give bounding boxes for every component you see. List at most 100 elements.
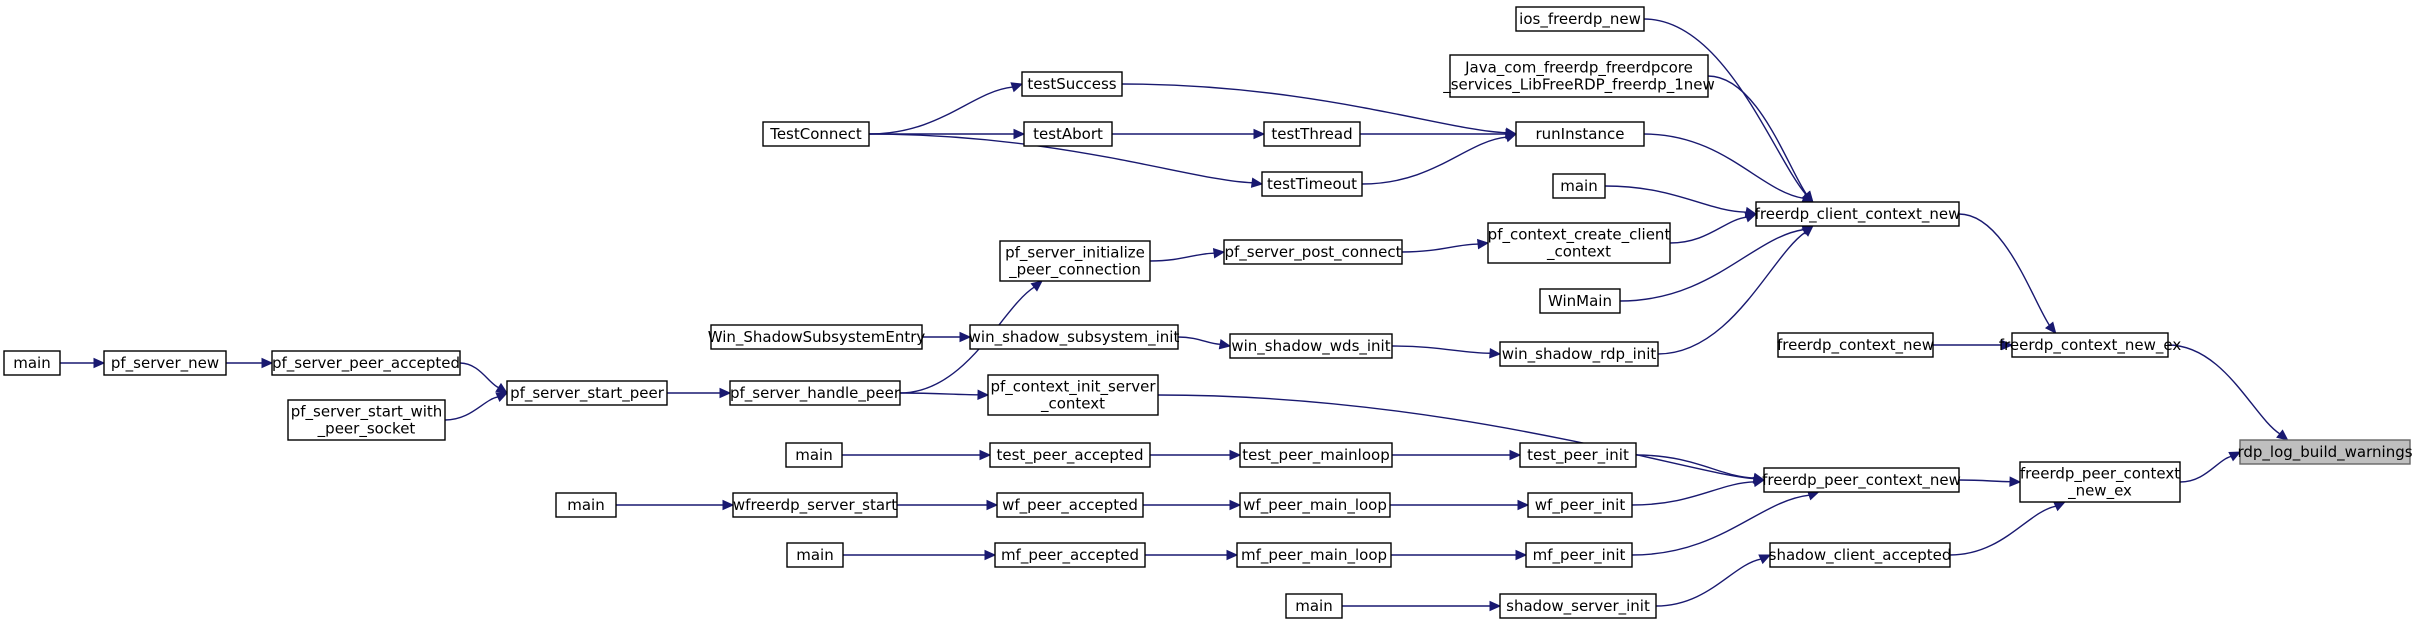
node-pf-server-handle-peer[interactable]: pf_server_handle_peer [729, 380, 901, 406]
edge-pf-server-handle-peer-to-pf-context-init-server-context [899, 392, 979, 396]
node-freerdp-context-new[interactable]: freerdp_context_new [1777, 332, 1934, 358]
edge-mf-peer-init-to-freerdp-peer-context-new [1631, 494, 1810, 556]
node-label: wf_peer_main_loop [1243, 496, 1387, 515]
node-label: TestConnect [769, 125, 862, 143]
node-box [1552, 173, 1606, 199]
node-box [1023, 121, 1113, 147]
edge-pf-server-initialize-peer-connection-to-pf-server-post-connect [1149, 252, 1215, 262]
node-win-shadow-wds-init[interactable]: win_shadow_wds_init [1229, 333, 1393, 359]
arrowhead-icon [1226, 549, 1239, 561]
node-label: mf_peer_accepted [1001, 546, 1139, 565]
node-label: win_shadow_subsystem_init [969, 328, 1180, 347]
node-label: _new_ex [2067, 482, 2132, 501]
edge-main-client-to-freerdp-client-context-new [1604, 185, 1747, 213]
arrowhead-icon [1030, 280, 1043, 292]
arrowhead-icon [959, 331, 972, 343]
node-pf-server-start-with-peer-socket[interactable]: pf_server_start_with_peer_socket [287, 399, 446, 441]
node-shadow-client-accepted[interactable]: shadow_client_accepted [1769, 542, 1952, 568]
edge-pf-server-post-connect-to-pf-context-create-client-context [1401, 243, 1479, 253]
arrowhead-icon [495, 382, 509, 394]
node-main-shadow[interactable]: main [1285, 593, 1343, 619]
node-label: test_peer_accepted [996, 446, 1143, 465]
node-pf-server-new[interactable]: pf_server_new [103, 350, 227, 376]
node-testabort[interactable]: testAbort [1023, 121, 1113, 147]
node-label: freerdp_client_context_new [1755, 205, 1961, 224]
node-label: runInstance [1536, 125, 1625, 143]
node-label: pf_server_post_connect [1225, 243, 1402, 262]
node-ios-freerdp-new[interactable]: ios_freerdp_new [1515, 6, 1645, 32]
node-box [103, 350, 227, 376]
node-freerdp-peer-context-new[interactable]: freerdp_peer_context_new [1762, 467, 1961, 493]
node-box [1236, 542, 1392, 568]
node-label: test_peer_mainloop [1242, 446, 1389, 465]
node-pf-context-init-server-context[interactable]: pf_context_init_server_context [987, 374, 1159, 416]
node-wfreerdp-server-start[interactable]: wfreerdp_server_start [732, 492, 898, 518]
node-main-test[interactable]: main [785, 442, 843, 468]
node-win-shadowsubsystementry[interactable]: Win_ShadowSubsystemEntry [708, 324, 926, 350]
node-box [1499, 341, 1659, 367]
node-freerdp-client-context-new[interactable]: freerdp_client_context_new [1755, 201, 1961, 227]
node-winmain[interactable]: WinMain [1539, 288, 1621, 314]
arrowhead-icon [1801, 225, 1814, 237]
node-pf-server-post-connect[interactable]: pf_server_post_connect [1223, 239, 1403, 265]
node-pf-server-start-peer[interactable]: pf_server_start_peer [506, 380, 668, 406]
node-box [506, 380, 668, 406]
node-box [1515, 121, 1645, 147]
arrowhead-icon [1752, 476, 1766, 488]
edge-winmain-to-freerdp-client-context-new [1619, 228, 1804, 302]
arrowhead-icon [1509, 449, 1522, 461]
node-pf-server-peer-accepted[interactable]: pf_server_peer_accepted [271, 350, 461, 376]
node-freerdp-context-new-ex[interactable]: freerdp_context_new_ex [1999, 332, 2182, 358]
node-main-wf[interactable]: main [555, 492, 617, 518]
node-box [969, 324, 1179, 350]
arrowhead-icon [2228, 451, 2242, 462]
edge-shadow-server-init-to-shadow-client-accepted [1655, 558, 1762, 607]
node-rdp-log-build-warnings: rdp_log_build_warnings [2237, 439, 2413, 465]
node-wf-peer-main-loop[interactable]: wf_peer_main_loop [1239, 492, 1391, 518]
arrowhead-icon [2009, 476, 2022, 487]
node-test-peer-mainloop[interactable]: test_peer_mainloop [1239, 442, 1393, 468]
edge-ios-freerdp-new-to-freerdp-client-context-new [1643, 18, 1807, 196]
node-freerdp-peer-context-new-ex[interactable]: freerdp_peer_context_new_ex [2019, 461, 2181, 503]
node-testconnect[interactable]: TestConnect [762, 121, 870, 147]
edge-win-shadow-subsystem-init-to-win-shadow-wds-init [1177, 336, 1221, 345]
node-box [1539, 288, 1621, 314]
node-testthread[interactable]: testThread [1263, 121, 1361, 147]
edge-java-freerdp-new-to-freerdp-client-context-new [1707, 75, 1808, 195]
node-win-shadow-subsystem-init[interactable]: win_shadow_subsystem_init [969, 324, 1180, 350]
node-pf-server-initialize-peer-connection[interactable]: pf_server_initialize_peer_connection [999, 240, 1151, 282]
node-testtimeout[interactable]: testTimeout [1261, 171, 1363, 197]
edge-shadow-client-accepted-to-freerdp-peer-context-new-ex [1949, 505, 2056, 556]
node-win-shadow-rdp-init[interactable]: win_shadow_rdp_init [1499, 341, 1659, 367]
node-shadow-server-init[interactable]: shadow_server_init [1499, 593, 1657, 619]
node-main-mf[interactable]: main [786, 542, 844, 568]
node-mf-peer-main-loop[interactable]: mf_peer_main_loop [1236, 542, 1392, 568]
node-label: main [795, 446, 832, 464]
node-label: pf_server_start_peer [510, 384, 665, 403]
node-main-pf[interactable]: main [3, 350, 61, 376]
arrowhead-icon [1229, 449, 1242, 461]
node-main-client[interactable]: main [1552, 173, 1606, 199]
node-label: shadow_client_accepted [1769, 546, 1952, 565]
arrowhead-icon [979, 449, 992, 461]
node-wf-peer-accepted[interactable]: wf_peer_accepted [996, 492, 1144, 518]
node-box [732, 492, 898, 518]
node-test-peer-accepted[interactable]: test_peer_accepted [989, 442, 1151, 468]
node-label: testAbort [1033, 125, 1103, 143]
edge-freerdp-peer-context-new-ex-to-rdp-log-build-warnings [2179, 455, 2232, 483]
arrowhead-icon [1489, 600, 1502, 612]
node-test-peer-init[interactable]: test_peer_init [1519, 442, 1637, 468]
node-testsuccess[interactable]: testSuccess [1021, 71, 1123, 97]
node-java-freerdp-new[interactable]: Java_com_freerdp_freerdpcore_services_Li… [1442, 54, 1715, 98]
node-label: testSuccess [1027, 75, 1116, 93]
node-label: main [13, 354, 50, 372]
node-box [1519, 442, 1637, 468]
node-mf-peer-accepted[interactable]: mf_peer_accepted [994, 542, 1146, 568]
node-pf-context-create-client-context[interactable]: pf_context_create_client_context [1487, 222, 1671, 264]
node-wf-peer-init[interactable]: wf_peer_init [1527, 492, 1633, 518]
node-runinstance[interactable]: runInstance [1515, 121, 1645, 147]
node-box [785, 442, 843, 468]
node-box [1263, 121, 1361, 147]
node-mf-peer-init[interactable]: mf_peer_init [1525, 542, 1633, 568]
